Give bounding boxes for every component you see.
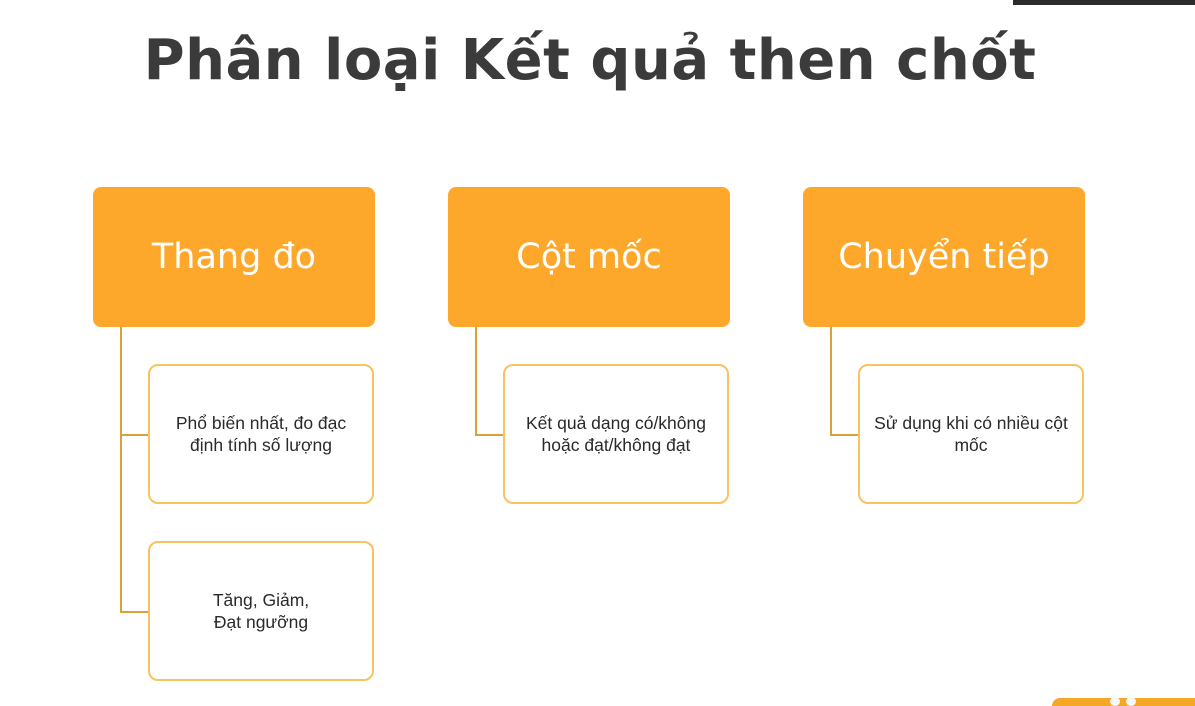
category-cot-moc: Cột mốc: [448, 187, 730, 327]
item-box: Kết quả dạng có/không hoặc đạt/không đạt: [503, 364, 729, 504]
item-text: Sử dụng khi có nhiều cột mốc: [874, 413, 1068, 455]
category-chuyen-tiep: Chuyển tiếp: [803, 187, 1085, 327]
item-text: Phổ biến nhất, đo đạc định tính số lượng: [175, 413, 347, 455]
category-thang-do: Thang đo: [93, 187, 375, 327]
corner-dot-icon: [1110, 697, 1120, 706]
item-box: Phổ biến nhất, đo đạc định tính số lượng: [148, 364, 374, 504]
item-text: Kết quả dạng có/không hoặc đạt/không đạt: [525, 413, 706, 455]
category-label: Chuyển tiếp: [838, 237, 1050, 277]
connector-line: [475, 327, 505, 436]
connector-line: [830, 327, 860, 436]
window-top-bar: [1013, 0, 1195, 5]
category-label: Cột mốc: [516, 237, 662, 277]
item-text: Tăng, Giảm, Đạt ngưỡng: [212, 590, 310, 632]
item-box: Sử dụng khi có nhiều cột mốc: [858, 364, 1084, 504]
connector-line: [120, 327, 150, 613]
item-box: Tăng, Giảm, Đạt ngưỡng: [148, 541, 374, 681]
corner-decoration: [1052, 698, 1195, 706]
corner-dot-icon: [1126, 697, 1136, 706]
slide-title: Phân loại Kết quả then chốt: [143, 28, 1037, 93]
category-label: Thang đo: [151, 237, 317, 277]
